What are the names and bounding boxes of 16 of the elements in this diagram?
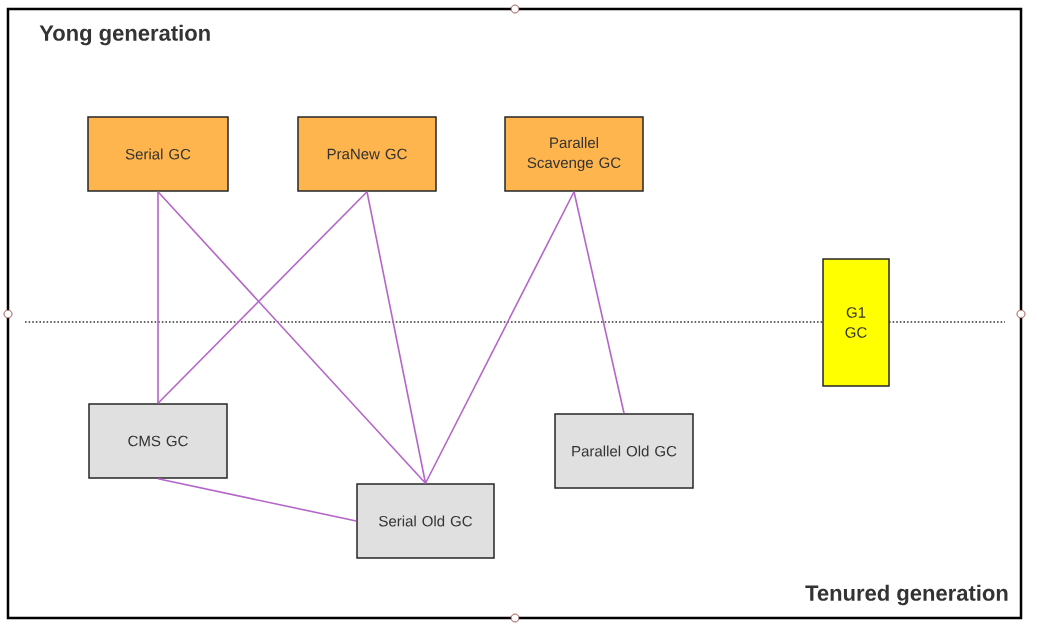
- connector-line: [366, 190, 427, 485]
- connector-line: [157, 477, 358, 522]
- region-title: Yong generation: [39, 24, 210, 46]
- gc-box: Serial GC: [87, 116, 229, 192]
- gc-box: PraNew GC: [297, 116, 437, 192]
- connector-line: [424, 190, 575, 485]
- gc-box: Parallel Scavenge GC: [504, 116, 644, 192]
- connector-line: [157, 190, 159, 405]
- gc-box: CMS GC: [88, 403, 228, 479]
- gc-box: G1 GC: [822, 258, 890, 387]
- connector-line: [573, 190, 625, 415]
- gc-box: Serial Old GC: [356, 483, 495, 559]
- region-title: Tenured generation: [805, 584, 1008, 606]
- connector-line: [157, 190, 427, 485]
- gc-box: Parallel Old GC: [554, 413, 694, 489]
- connector-line: [157, 190, 368, 405]
